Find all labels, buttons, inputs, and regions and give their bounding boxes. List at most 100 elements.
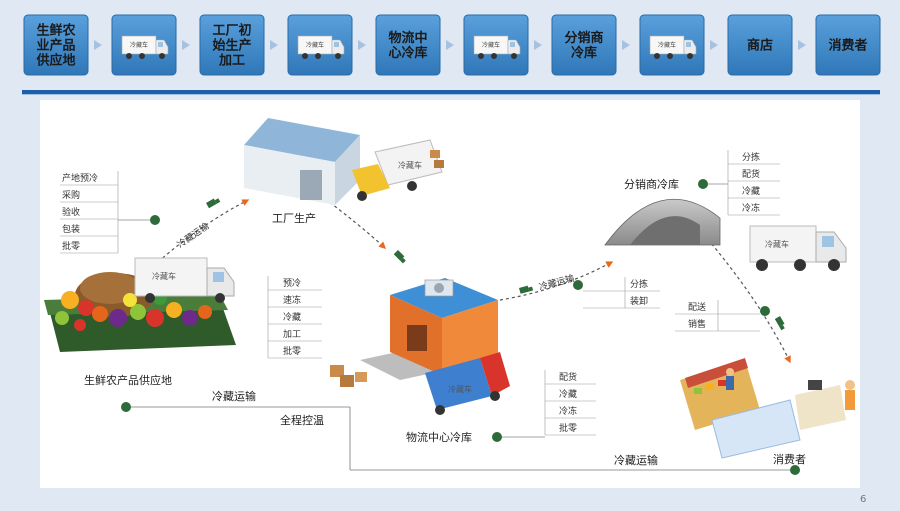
list-item: 冷冻 <box>559 405 577 417</box>
list-item: 批零 <box>62 240 80 252</box>
list-item: 冷藏 <box>742 185 760 197</box>
logistics-center-illustration <box>330 278 498 387</box>
flow-step-card: 工厂初始生产加工 <box>199 14 265 76</box>
flow-step-card: 分销商冷库 <box>551 14 617 76</box>
node-consumer-label: 消费者 <box>773 452 806 466</box>
path-truck-icon <box>774 316 785 331</box>
list-item: 加工 <box>283 329 301 340</box>
flow-step-label: 商店 <box>747 38 773 54</box>
mid-bullet <box>573 280 583 290</box>
flow-arrow-icon <box>622 40 630 50</box>
flow-arrow-icon <box>446 40 454 50</box>
node-supply-label: 生鲜农产品供应地 <box>84 373 172 387</box>
flow-truck-card: 冷藏车 <box>639 14 705 76</box>
list-item: 批零 <box>559 422 577 434</box>
flow-step-card: 消费者 <box>815 14 881 76</box>
flow-arrow-icon <box>358 40 366 50</box>
flow-step-label: 物流中心冷库 <box>388 30 427 61</box>
logistics-bullet <box>492 432 502 442</box>
list-item: 冷藏 <box>283 311 301 323</box>
flow-step-card: 商店 <box>727 14 793 76</box>
list-item: 装卸 <box>630 295 648 307</box>
flow-arrow-icon <box>182 40 190 50</box>
list-item: 冷冻 <box>742 202 760 214</box>
flow-arrow-icon <box>534 40 542 50</box>
truck-icon: 冷藏车 <box>473 35 521 59</box>
list-item: 配送 <box>688 301 706 313</box>
distributor-dome-illustration <box>604 198 721 246</box>
bottom-label-transport-2: 冷藏运输 <box>614 453 658 467</box>
truck-label: 冷藏车 <box>130 41 148 49</box>
path-truck-icon <box>206 198 221 209</box>
truck-label: 冷藏车 <box>658 41 676 49</box>
flow-arrow-icon <box>710 40 718 50</box>
flow-step-label: 工厂初始生产加工 <box>212 23 251 69</box>
store-bullet <box>760 306 770 316</box>
flow-arrow-icon <box>798 40 806 50</box>
page-number: 6 <box>860 494 866 505</box>
flow-truck-card: 冷藏车 <box>111 14 177 76</box>
path-logistics-to-distributor <box>499 261 614 301</box>
list-item: 产地预冷 <box>62 172 98 184</box>
list-item: 销售 <box>688 318 706 330</box>
truck-icon: 冷藏车 <box>649 35 697 59</box>
flow-truck-card: 冷藏车 <box>287 14 353 76</box>
node-factory-label: 工厂生产 <box>272 211 316 225</box>
list-item: 采购 <box>62 189 80 201</box>
list-item: 包装 <box>62 223 80 235</box>
consumer-bullet <box>790 465 800 475</box>
reefer-truck-supply: 冷藏车 <box>134 257 235 303</box>
node-distributor-label: 分销商冷库 <box>624 177 679 191</box>
monitor-bullet <box>121 402 131 412</box>
path-truck-icon <box>519 285 534 294</box>
reefer-truck-logistics: 冷藏车 <box>425 352 510 415</box>
svg-text:冷藏车: 冷藏车 <box>152 271 176 281</box>
produce-basket-illustration <box>44 272 236 352</box>
list-item: 批零 <box>283 345 301 357</box>
list-item: 分拣 <box>630 278 648 290</box>
svg-text:冷藏车: 冷藏车 <box>765 239 789 249</box>
flow-step-label: 生鲜农业产品供应地 <box>35 23 75 69</box>
list-item: 速冻 <box>283 294 301 306</box>
flow-arrow-icon <box>270 40 278 50</box>
distributor-bullet <box>698 179 708 189</box>
bottom-label-transport-1: 冷藏运输 <box>212 389 256 403</box>
divider-line <box>22 90 880 94</box>
bottom-label-monitor: 全程控温 <box>280 413 324 427</box>
list-item: 配货 <box>742 168 760 180</box>
factory-building-illustration <box>244 118 360 205</box>
truck-label: 冷藏车 <box>306 41 324 49</box>
truck-icon: 冷藏车 <box>121 35 169 59</box>
node-logistics-label: 物流中心冷库 <box>406 430 472 444</box>
list-item: 冷藏 <box>559 388 577 400</box>
path-supply-to-factory <box>157 199 250 263</box>
top-flow: 生鲜农业产品供应地 冷藏车 工厂初始生产加工 冷藏车 物流中心冷库 冷藏车 分销商冷库 冷藏车… <box>23 14 881 76</box>
supply-bullet <box>150 215 160 225</box>
path-distributor-to-consumer <box>699 229 791 364</box>
truck-icon: 冷藏车 <box>297 35 345 59</box>
flow-step-card: 生鲜农业产品供应地 <box>23 14 89 76</box>
list-item: 配货 <box>559 371 577 383</box>
svg-text:冷藏车: 冷藏车 <box>398 160 422 170</box>
flow-arrow-icon <box>94 40 102 50</box>
list-item: 预冷 <box>283 277 301 289</box>
flow-truck-card: 冷藏车 <box>463 14 529 76</box>
store-illustration <box>680 358 855 459</box>
flow-step-card: 物流中心冷库 <box>375 14 441 76</box>
svg-text:冷藏车: 冷藏车 <box>448 384 472 394</box>
list-item: 分拣 <box>742 151 760 163</box>
delivery-truck-factory: 冷藏车 <box>352 139 444 201</box>
flow-step-label: 分销商冷库 <box>564 30 603 61</box>
truck-label: 冷藏车 <box>482 41 500 49</box>
reefer-truck-distributor: 冷藏车 <box>749 225 847 271</box>
list-item: 验收 <box>62 206 80 218</box>
flow-step-label: 消费者 <box>828 38 867 54</box>
